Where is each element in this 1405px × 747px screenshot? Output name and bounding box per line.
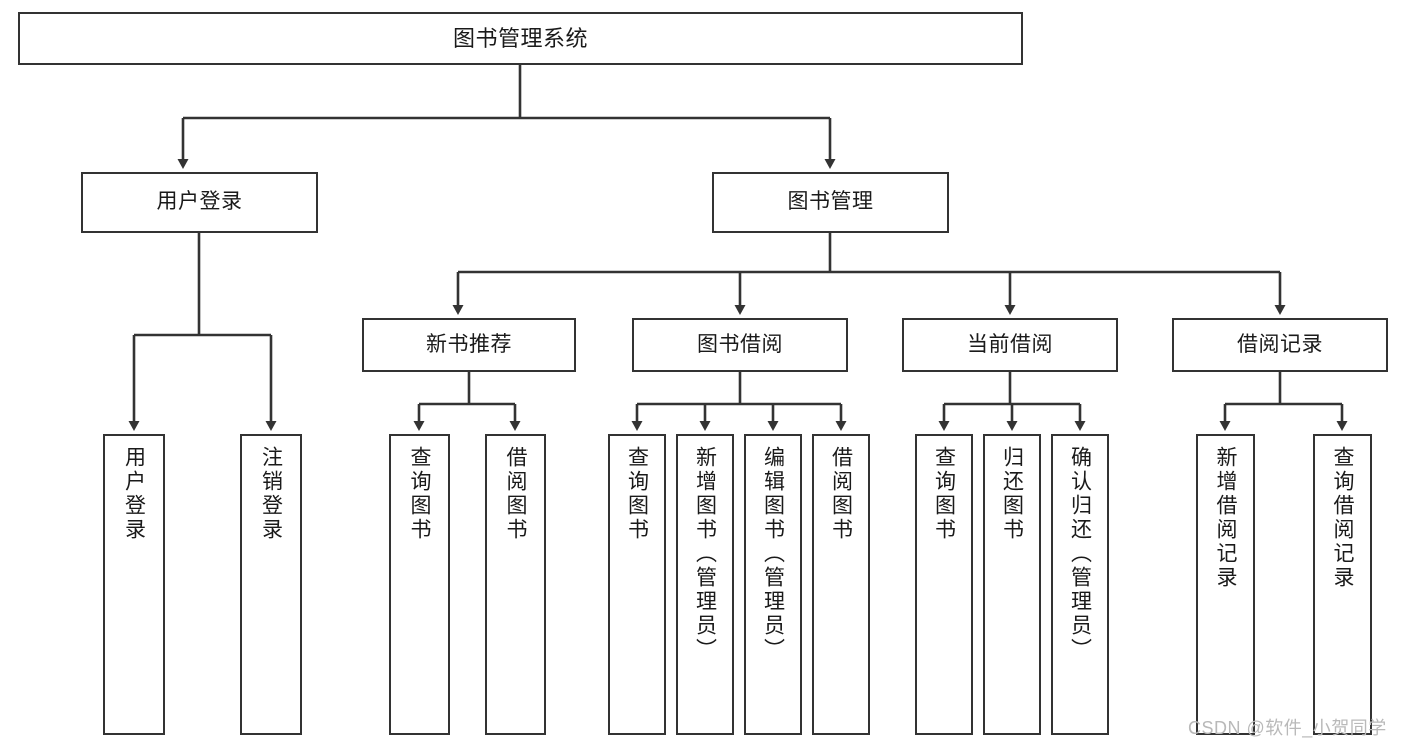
leaf-query-book-current[interactable]: 查询图书: [915, 434, 973, 735]
node-user-login[interactable]: 用户登录: [81, 172, 318, 233]
node-label: 确认归还（管理员）: [1068, 446, 1092, 662]
leaf-confirm-return[interactable]: 确认归还（管理员）: [1051, 434, 1109, 735]
node-label: 当前借阅: [967, 332, 1053, 356]
node-label: 借阅图书: [504, 446, 527, 542]
leaf-borrow-book-recommend[interactable]: 借阅图书: [485, 434, 546, 735]
leaf-return-book[interactable]: 归还图书: [983, 434, 1041, 735]
leaf-add-book[interactable]: 新增图书（管理员）: [676, 434, 734, 735]
node-label: 图书管理系统: [452, 25, 588, 51]
node-label: 用户登录: [122, 446, 146, 542]
node-current-borrow[interactable]: 当前借阅: [902, 318, 1118, 372]
node-book-management[interactable]: 图书管理: [712, 172, 949, 233]
node-label: 查询图书: [932, 446, 956, 542]
node-label: 归还图书: [1000, 446, 1024, 542]
watermark-text: CSDN @软件_小贺同学: [1188, 718, 1387, 738]
leaf-query-book-borrow[interactable]: 查询图书: [608, 434, 666, 735]
node-label: 借阅图书: [829, 446, 853, 542]
leaf-query-book-recommend[interactable]: 查询图书: [389, 434, 450, 735]
node-new-book-recommend[interactable]: 新书推荐: [362, 318, 576, 372]
node-label: 查询借阅记录: [1331, 446, 1354, 590]
node-label: 查询图书: [625, 446, 649, 542]
leaf-add-borrow-record[interactable]: 新增借阅记录: [1196, 434, 1255, 735]
leaf-borrow-book[interactable]: 借阅图书: [812, 434, 870, 735]
node-label: 图书管理: [787, 190, 874, 214]
leaf-query-borrow-record[interactable]: 查询借阅记录: [1313, 434, 1372, 735]
node-label: 注销登录: [259, 446, 283, 542]
node-label: 新书推荐: [426, 332, 512, 356]
node-label: 用户登录: [156, 190, 243, 214]
leaf-user-login[interactable]: 用户登录: [103, 434, 165, 735]
node-borrow-record[interactable]: 借阅记录: [1172, 318, 1388, 372]
node-root-system[interactable]: 图书管理系统: [18, 12, 1023, 65]
node-label: 借阅记录: [1237, 332, 1323, 356]
node-label: 图书借阅: [697, 332, 783, 356]
node-label: 编辑图书（管理员）: [761, 446, 785, 662]
node-book-borrow[interactable]: 图书借阅: [632, 318, 848, 372]
node-label: 新增借阅记录: [1214, 446, 1237, 590]
node-label: 新增图书（管理员）: [693, 446, 717, 662]
leaf-logout-login[interactable]: 注销登录: [240, 434, 302, 735]
leaf-edit-book[interactable]: 编辑图书（管理员）: [744, 434, 802, 735]
node-label: 查询图书: [408, 446, 431, 542]
